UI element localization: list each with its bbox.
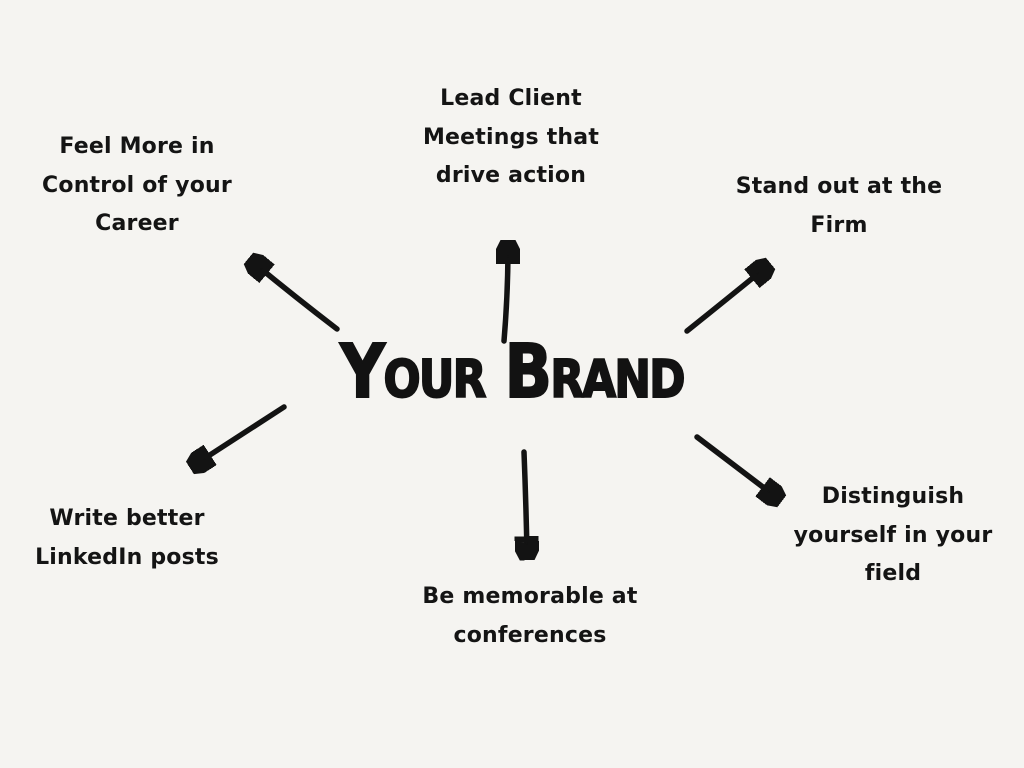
arrow-to-memorable-conferences	[524, 449, 527, 553]
arrow-to-distinguish-field	[694, 434, 776, 497]
branch-label-stand-out-firm: Stand out at the Firm	[735, 174, 943, 238]
branch-label-linkedin-posts: Write better LinkedIn posts	[35, 506, 219, 570]
branch-label-memorable-conferences: Be memorable at conferences	[422, 584, 638, 648]
arrow-to-stand-out-firm	[684, 268, 765, 334]
arrow-to-linkedin-posts	[196, 404, 287, 464]
arrow-to-client-meetings	[504, 247, 508, 344]
arrow-to-career-control	[254, 263, 340, 332]
branch-label-distinguish-field: Distinguish yourself in your field	[793, 484, 993, 586]
branch-label-client-meetings: Lead Client Meetings that drive action	[422, 86, 600, 188]
branch-label-career-control: Feel More in Control of your Career	[42, 134, 232, 236]
center-title: Your Brand	[339, 329, 686, 415]
